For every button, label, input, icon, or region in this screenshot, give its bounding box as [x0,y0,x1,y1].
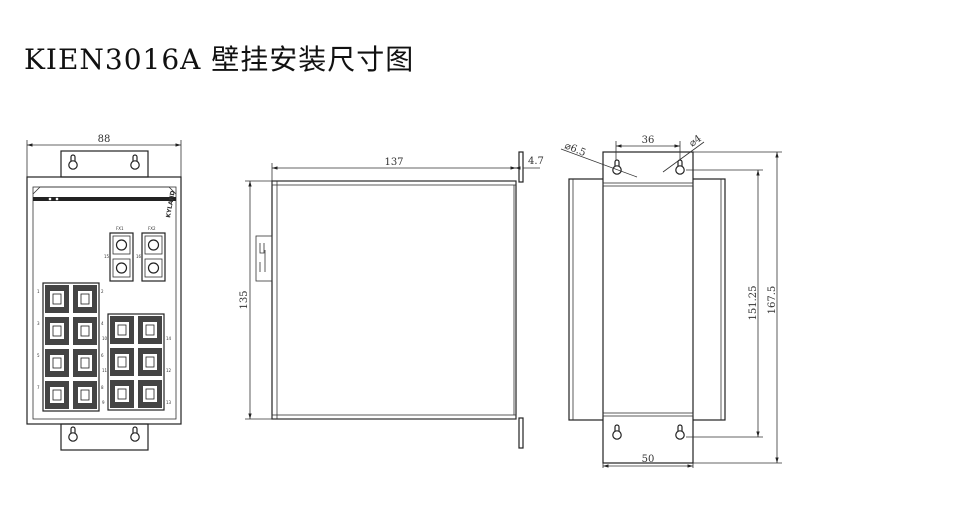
fiber-ports: 15 FX1 16 FX2 [104,226,166,282]
port-number: 7 [37,385,40,390]
port-number: 5 [37,353,40,358]
terminal-block [255,235,273,282]
depth-dimension: 137 [384,157,403,168]
side-view: 137 135 4.7 [239,151,544,449]
total-height-dimension: 167.5 [767,286,778,315]
rj45-port: 5 [37,349,69,377]
port-number: 11 [102,368,108,373]
hole-spacing-dimension: 36 [642,135,655,146]
bracket-width-dimension: 50 [642,454,655,465]
fiber-port-number: 15 [104,254,110,259]
rj45-port: 11 [102,348,134,376]
fiber-port: 16 FX2 [136,226,166,282]
bracket-dimension: 4.7 [528,156,544,167]
side-body [271,180,517,420]
keyhole-icon [130,154,140,170]
mounting-plate [602,151,694,464]
port-number: 4 [101,321,104,326]
rj45-port: 9 [102,380,134,408]
fiber-port: 15 FX1 [104,226,134,282]
rj45-port: 3 [37,317,69,345]
hole-span-dimension: 151.25 [748,286,759,321]
rj45-port: 2 [73,285,104,313]
rj45-port: 8 [73,381,104,409]
fiber-label: FX2 [148,226,156,231]
fiber-port-number: 16 [136,254,142,259]
keyhole-icon [68,154,78,170]
rj45-port: 13 [138,380,172,408]
rj45-port: 14 [138,316,172,344]
fiber-label: FX1 [116,226,124,231]
rj45-port: 10 [102,316,134,344]
rj45-port: 12 [138,348,172,376]
rj45-port: 4 [73,317,104,345]
rj45-port: 6 [73,349,104,377]
page-title: KIEN3016A 壁挂安装尺寸图 [24,43,415,76]
bottom-mount-tab [60,423,149,451]
port-number: 13 [166,400,172,405]
large-hole-dimension: ⌀6.5 [563,141,587,159]
rj45-port: 7 [37,381,69,409]
port-number: 1 [37,289,40,294]
led-indicator [55,197,59,201]
keyhole-icon [130,426,140,442]
kyland-logo: KYLAND [165,190,177,218]
top-bracket [518,151,524,183]
port-number: 8 [101,385,104,390]
led-indicator [48,197,52,201]
port-number: 9 [102,400,105,405]
port-number: 14 [166,336,172,341]
small-hole-dimension: ⌀4 [687,133,703,149]
rj45-port: 1 [37,285,69,313]
port-number: 6 [101,353,104,358]
port-number: 10 [102,336,108,341]
port-number: 12 [166,368,172,373]
keyhole-icon [68,426,78,442]
height-dimension: 135 [239,290,250,309]
port-number: 3 [37,321,40,326]
width-dimension: 88 [98,134,111,145]
port-number: 2 [101,289,104,294]
bottom-bracket [518,417,524,449]
rear-view: 36 ⌀6.5 ⌀4 151.25 167.5 50 [560,133,782,468]
